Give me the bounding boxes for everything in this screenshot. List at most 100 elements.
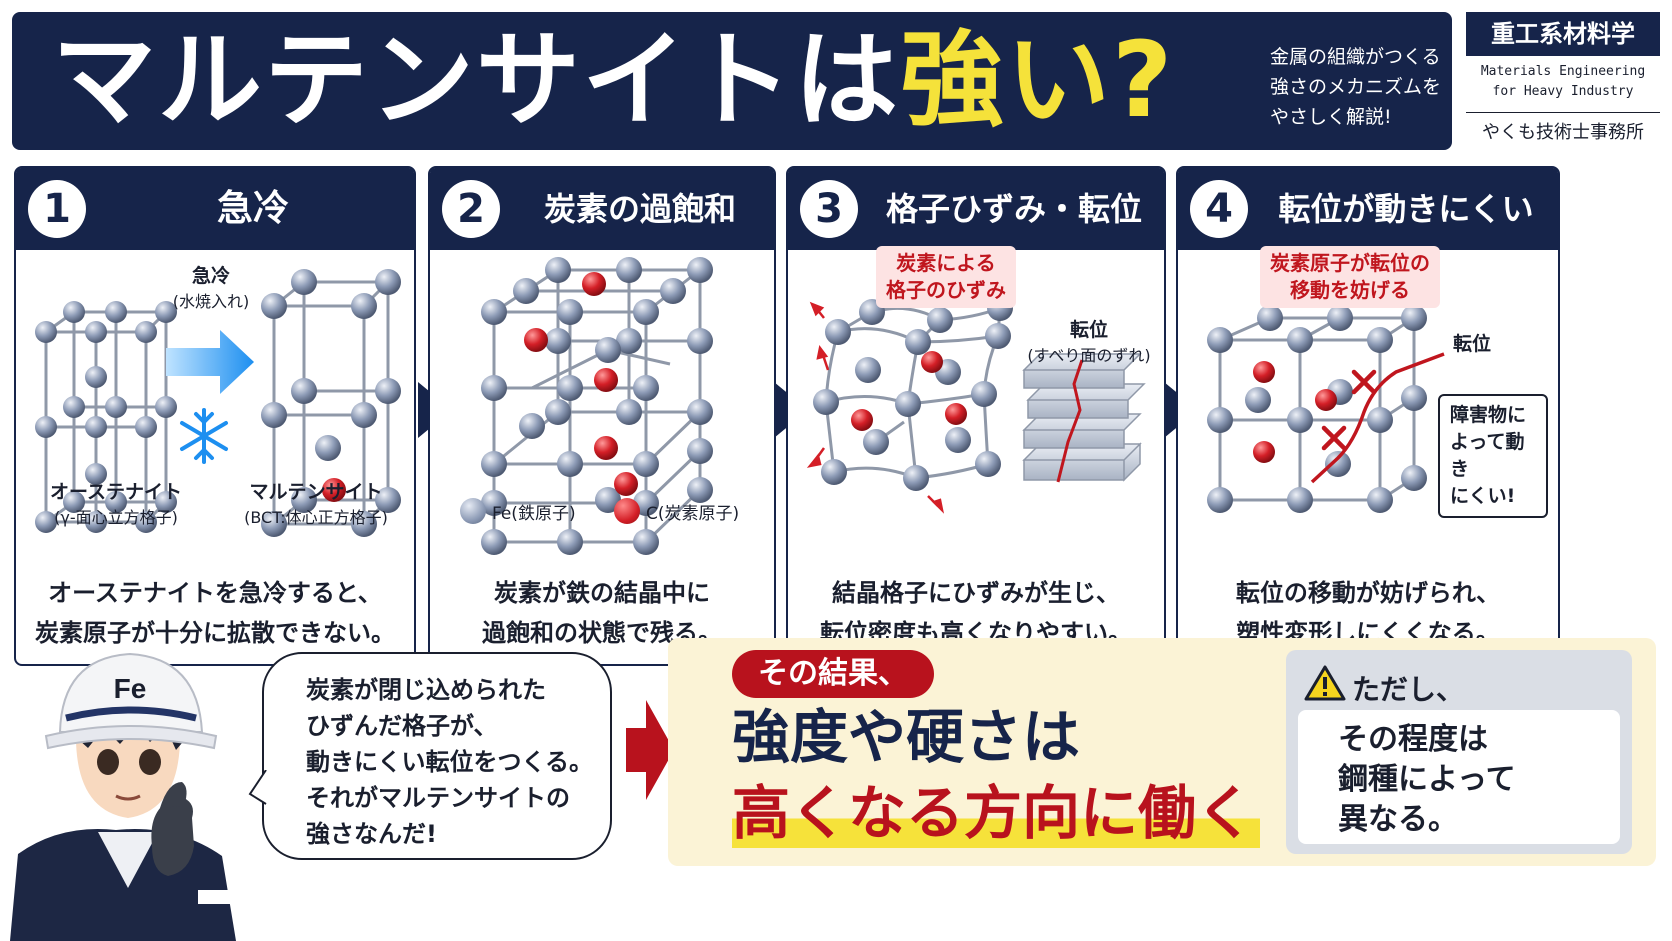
step-3-header: 3 格子ひずみ・転位 xyxy=(788,168,1164,250)
step-4-illustration xyxy=(1207,305,1445,513)
result-tag: その結果、 xyxy=(732,650,934,698)
step-3-illustration xyxy=(806,291,1146,514)
austenite-label: オーステナイト (γ-面心立方格子) xyxy=(18,480,214,530)
martensite-sub: (BCT:体心正方格子) xyxy=(244,508,388,527)
martensite-label: マルテンサイト (BCT:体心正方格子) xyxy=(218,480,414,530)
step-2-panel: 2 炭素の過飽和 Fe(鉄原子) xyxy=(428,166,776,666)
helmet-text: Fe xyxy=(114,673,147,704)
step-2-number: 2 xyxy=(442,180,500,238)
step-2-header: 2 炭素の過飽和 xyxy=(430,168,774,250)
step-1-desc-line1: オーステナイトを急冷すると、 xyxy=(48,579,382,607)
caution-body: その程度は 鋼種によって 異なる。 xyxy=(1298,710,1620,844)
step-3-desc-line1: 結晶格子にひずみが生じ、 xyxy=(832,579,1120,607)
caution-box: ただし、 その程度は 鋼種によって 異なる。 xyxy=(1286,650,1632,854)
step-4-iron-atoms xyxy=(1207,305,1427,513)
obstacle-note: 障害物に よって動き にくい! xyxy=(1438,394,1548,518)
slip-plane-icon xyxy=(1022,353,1146,483)
brand-en-line1: Materials Engineering xyxy=(1480,64,1646,79)
legend-c-swatch xyxy=(614,498,640,524)
step-4-header: 4 転位が動きにくい xyxy=(1178,168,1558,250)
step-4-number: 4 xyxy=(1190,180,1248,238)
step-3-title: 格子ひずみ・転位 xyxy=(885,190,1142,228)
strain-arrows xyxy=(806,291,945,514)
brand-block: 重工系材料学 Materials Engineering for Heavy I… xyxy=(1466,12,1660,150)
speech-line4: それがマルテンサイトの xyxy=(306,784,570,812)
step-1-number: 1 xyxy=(28,180,86,238)
step-3-number: 3 xyxy=(800,180,858,238)
legend-fe: Fe(鉄原子) xyxy=(460,498,576,524)
dislocation-text: 転位 xyxy=(1069,319,1108,341)
brand-divider xyxy=(1466,112,1660,113)
dislocation-sub: (すべり面のずれ) xyxy=(1027,346,1151,365)
snowflake-icon xyxy=(180,408,228,464)
step-4-desc-line1: 転位の移動が妨げられ、 xyxy=(1235,579,1501,607)
engineer-character: Fe xyxy=(10,652,244,941)
step-1-panel: 1 急冷 急冷 (水焼入れ xyxy=(14,166,416,666)
hard-hat-icon xyxy=(44,652,218,750)
step-3-carbon-atoms xyxy=(851,351,967,431)
quench-sub-label: (水焼入れ) xyxy=(172,292,250,311)
brand-en-line2: for Heavy Industry xyxy=(1492,84,1634,99)
austenite-name: オーステナイト xyxy=(49,481,183,503)
obstacle-line1: 障害物に xyxy=(1450,404,1527,426)
speech-tail xyxy=(248,770,267,805)
quench-label: 急冷 (水焼入れ) xyxy=(156,264,266,314)
austenite-sub: (γ-面心立方格子) xyxy=(54,508,178,527)
speech-line3: 動きにくい転位をつくる。 xyxy=(306,748,594,776)
step-1-desc-line2: 炭素原子が十分に拡散できない。 xyxy=(35,619,395,647)
result-line1: 強度や硬さは xyxy=(732,703,1081,771)
title-main: マルテンサイトは xyxy=(52,19,901,141)
step-3-note-line2: 格子のひずみ xyxy=(886,278,1006,302)
caution-line2: 鋼種によって xyxy=(1338,762,1516,797)
step-4-note-line1: 炭素原子が転位の xyxy=(1270,251,1430,275)
iron-atoms xyxy=(481,257,713,555)
speech-line5: 強さなんだ! xyxy=(306,820,437,848)
dislocation-label: 転位 (すべり面のずれ) xyxy=(1014,318,1164,368)
page-title: マルテンサイトは強い? xyxy=(52,20,1174,140)
subtitle: 金属の組織がつくる 強さのメカニズムを やさしく解説! xyxy=(1270,46,1442,128)
quench-arrow-icon xyxy=(166,330,254,394)
step-1-title: 急冷 xyxy=(216,188,289,229)
brand-office: やくも技術士事務所 xyxy=(1482,122,1644,143)
step-3-panel: 3 格子ひずみ・転位 xyxy=(786,166,1166,666)
legend-c-text: C(炭素原子) xyxy=(646,503,740,524)
block-x-icon xyxy=(1321,369,1377,451)
caution-head: ただし、 xyxy=(1352,673,1465,706)
quench-label-text: 急冷 xyxy=(191,265,230,287)
speech-line1: 炭素が閉じ込められた xyxy=(306,676,546,704)
obstacle-line3: にくい! xyxy=(1450,485,1516,507)
step-2-desc-line1: 炭素が鉄の結晶中に xyxy=(494,579,710,607)
brand-english: Materials Engineering for Heavy Industry xyxy=(1466,62,1660,102)
engineer-body xyxy=(10,829,244,941)
step-4-dislocation-label: 転位 xyxy=(1452,333,1491,355)
step-1-illustration xyxy=(35,269,401,537)
step-4-obstruct-note: 炭素原子が転位の 移動を妨げる xyxy=(1260,246,1440,308)
carbon-atom-icon xyxy=(322,478,346,502)
warning-icon xyxy=(1304,665,1346,701)
step-4-panel: 4 転位が動きにくい 炭素原子が転位の 移動を妨げる 転位 障害物に xyxy=(1176,166,1560,666)
step-4-title: 転位が動きにくい xyxy=(1278,190,1534,228)
step-2-title: 炭素の過飽和 xyxy=(543,190,736,228)
distorted-iron-atoms xyxy=(813,295,1013,491)
glove-hand-icon xyxy=(151,782,194,876)
legend-c: C(炭素原子) xyxy=(614,498,739,524)
result-arrow-icon xyxy=(626,700,674,800)
title-highlight: 強い? xyxy=(900,19,1175,141)
result-line2: 高くなる方向に働く xyxy=(732,778,1261,848)
legend-fe-swatch xyxy=(460,498,486,524)
caution-line1: その程度は xyxy=(1338,722,1488,757)
caution-line3: 異なる。 xyxy=(1338,802,1458,837)
result-panel: その結果、 強度や硬さは 高くなる方向に働く ただし、 その程度は 鋼種によって… xyxy=(668,638,1656,866)
dislocation-line-icon xyxy=(1310,352,1445,484)
step-4-carbon-atoms xyxy=(1253,361,1337,463)
step-3-note-line1: 炭素による xyxy=(896,251,996,275)
step-3-strain-note: 炭素による 格子のひずみ xyxy=(876,246,1016,308)
carbon-atoms xyxy=(524,272,638,496)
obstacle-line2: よって動き xyxy=(1450,431,1525,480)
austenite-atoms xyxy=(35,301,177,533)
speech-line2: ひずんだ格子が、 xyxy=(306,712,498,740)
step-4-note-line2: 移動を妨げる xyxy=(1290,278,1410,302)
brand-name: 重工系材料学 xyxy=(1466,12,1660,56)
header-banner: マルテンサイトは強い? 金属の組織がつくる 強さのメカニズムを やさしく解説! xyxy=(12,12,1452,150)
step-2-illustration xyxy=(481,257,713,555)
